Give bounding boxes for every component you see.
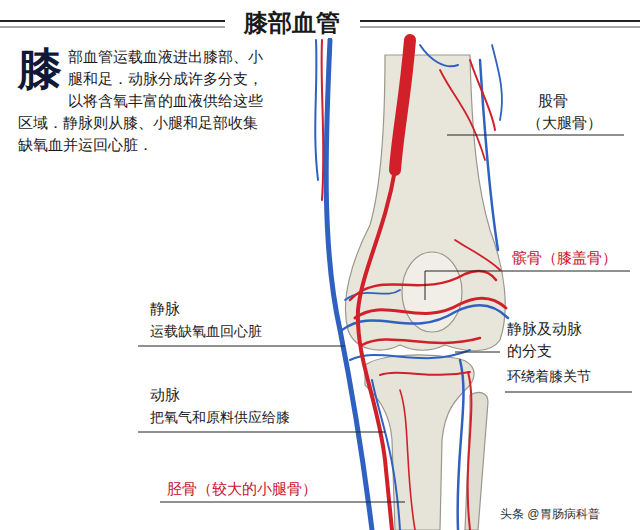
leader-line xyxy=(138,135,632,502)
note: 运载缺氧血回心脏 xyxy=(150,321,262,342)
part-name: 动脉 xyxy=(150,384,180,406)
title: 膝部血管 xyxy=(238,8,346,38)
note: 把氧气和原料供应给膝 xyxy=(150,407,290,428)
part-name: （大腿骨） xyxy=(527,112,602,134)
intro-block: 膝部血管运载血液进出膝部、小腿和足．动脉分成许多分支，以将含氧丰富的血液供给这些… xyxy=(18,46,270,156)
part-name: 股骨 xyxy=(538,90,568,112)
veins xyxy=(315,40,508,530)
part-name: 胫骨（较大的小腿骨） xyxy=(167,478,317,500)
watermark: 头条 @胃肠病科普 xyxy=(500,505,600,524)
part-name: 静脉及动脉的分支 xyxy=(507,318,587,362)
drop-cap: 膝 xyxy=(18,48,62,92)
note: 环绕着膝关节 xyxy=(507,366,591,387)
part-name: 静脉 xyxy=(150,298,180,320)
part-name: 髌骨（膝盖骨） xyxy=(512,247,617,269)
arteries xyxy=(322,40,506,530)
